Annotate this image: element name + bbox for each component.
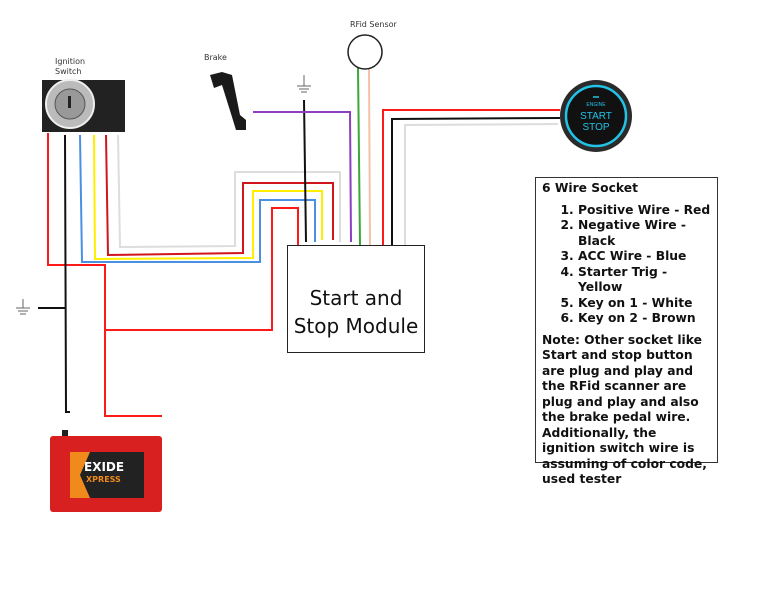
rfid-sensor xyxy=(347,34,383,70)
brake-pedal-image xyxy=(210,72,246,130)
ground-icon xyxy=(297,75,311,93)
start-button-engine-text: ENGINE xyxy=(586,102,606,108)
socket-note: Note: Other socket like Start and stop b… xyxy=(542,332,707,487)
battery-image xyxy=(50,430,162,512)
start-button-start-text: START xyxy=(580,111,612,122)
brake-pedal-label: Brake xyxy=(204,53,227,62)
list-item: ACC Wire - Blue xyxy=(578,249,711,265)
wire-red-module xyxy=(105,207,299,331)
list-item: Starter Trig - Yellow xyxy=(578,265,711,296)
ignition-switch-label: Ignition Switch xyxy=(55,57,86,76)
wire-black-top-ground xyxy=(303,99,307,243)
socket-wire-list: Positive Wire - Red Negative Wire - Blac… xyxy=(542,203,711,327)
wire-dark-red xyxy=(105,134,334,257)
list-item: Negative Wire - Black xyxy=(578,218,711,249)
ground-icon xyxy=(16,299,30,315)
wire-white xyxy=(117,134,341,249)
wire-black-button xyxy=(391,117,561,245)
socket-info-box: 6 Wire Socket Positive Wire - Red Negati… xyxy=(535,177,718,486)
wire-white-button xyxy=(404,123,559,245)
wire-red-battery xyxy=(47,133,162,417)
socket-title: 6 Wire Socket xyxy=(542,181,638,195)
wire-blue xyxy=(79,134,316,263)
list-item: Key on 1 - White xyxy=(578,296,711,312)
wire-yellow xyxy=(93,134,323,261)
start-stop-button[interactable] xyxy=(560,80,632,152)
wire-peach xyxy=(368,67,371,246)
wire-purple xyxy=(253,111,352,243)
module-label: Start and Stop Module xyxy=(293,286,419,338)
wire-green xyxy=(357,67,361,246)
battery-brand-text: EXIDE xyxy=(84,460,124,474)
start-button-stop-text: STOP xyxy=(582,122,609,133)
battery-model-text: XPRESS xyxy=(86,475,121,484)
wire-black-ground xyxy=(64,134,70,413)
start-stop-module: Start and Stop Module xyxy=(287,245,425,353)
list-item: Positive Wire - Red xyxy=(578,203,711,219)
wire-red-button xyxy=(382,109,560,245)
ignition-switch-image xyxy=(42,79,125,132)
rfid-sensor-label: RFid Sensor xyxy=(350,20,397,29)
list-item: Key on 2 - Brown xyxy=(578,311,711,327)
